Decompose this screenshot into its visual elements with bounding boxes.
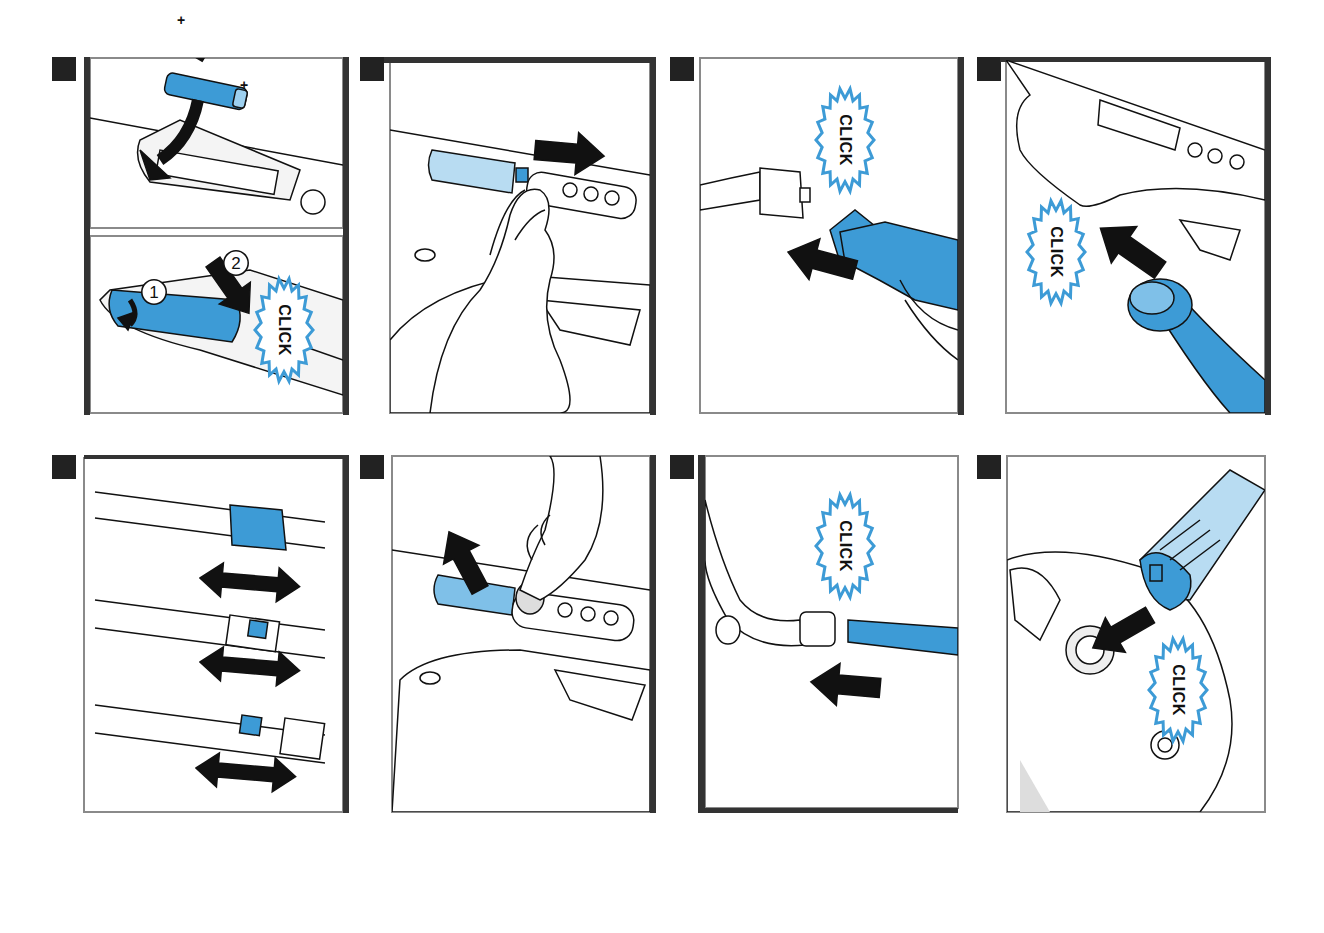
click-text: CLICK	[1047, 226, 1065, 277]
click-text: CLICK	[1169, 664, 1187, 715]
click-starburst-outline	[816, 495, 874, 597]
callout-number: 2	[223, 250, 249, 276]
click-starburst-outline	[1027, 201, 1085, 303]
click-starburst-outline	[816, 89, 874, 191]
click-callout: CLICK	[1027, 200, 1085, 304]
click-starburst-outline	[255, 279, 313, 381]
wand-connect-drawing	[700, 168, 958, 360]
lid-slide-drawing	[390, 129, 650, 413]
battery-polarity: +	[240, 78, 248, 92]
wand-adjust-drawing	[95, 492, 325, 794]
callout-number-text: 1	[149, 284, 158, 301]
hose-body-drawing	[1007, 470, 1265, 812]
callout-circle-outline	[142, 280, 166, 304]
click-callout: CLICK	[1149, 638, 1207, 742]
panel-frame	[84, 58, 1265, 812]
callout-circle-outline	[224, 251, 248, 275]
battery-insert-drawing	[90, 58, 343, 214]
click-callout: CLICK	[816, 88, 874, 192]
click-text: CLICK	[275, 304, 293, 355]
click-starburst-outline	[1149, 639, 1207, 741]
click-callout: CLICK	[255, 278, 313, 382]
lid-coin-drawing	[392, 456, 650, 812]
battery-polarity: +	[177, 13, 185, 27]
click-text: CLICK	[836, 114, 854, 165]
step-marker	[52, 57, 1001, 479]
hose-handle-drawing	[1006, 60, 1265, 413]
callout-number: 1	[141, 279, 167, 305]
panel-shadow	[84, 57, 1271, 813]
callout-number-text: 2	[231, 255, 240, 272]
click-callout: CLICK	[816, 494, 874, 598]
click-text: CLICK	[836, 520, 854, 571]
battery-lid-drawing	[100, 251, 343, 395]
